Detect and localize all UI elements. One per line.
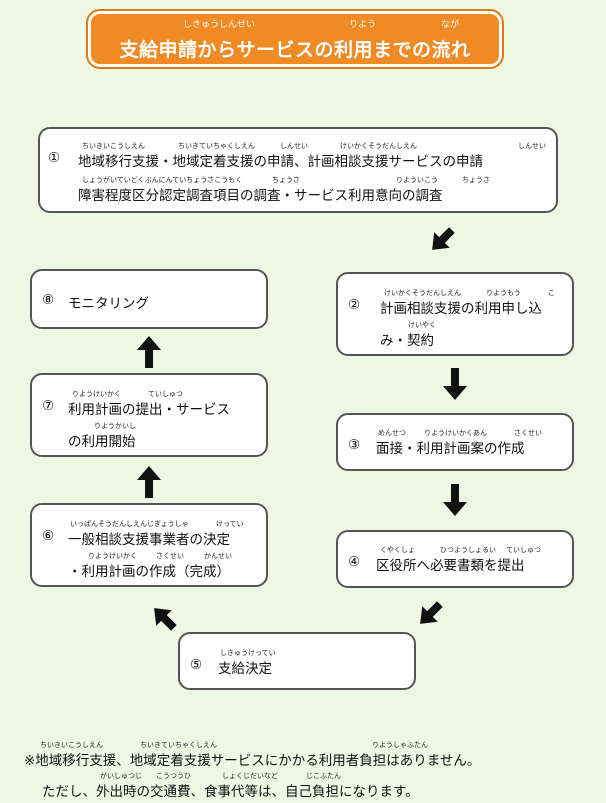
step-6-box: ⑥ いっぱんそうだんしえんじぎょうしゃ けってい 一般相談支援事業者の決定 りよ… <box>30 503 268 587</box>
ruby: さくせい <box>514 429 542 437</box>
step-2-number: ② <box>348 297 361 313</box>
ruby: めんせつ <box>378 429 406 437</box>
step-6-line-1: 一般相談支援事業者の決定 <box>68 532 230 548</box>
ruby: ひつようしょるい <box>440 546 496 554</box>
ruby: ちいきいこうしえん <box>82 142 145 150</box>
ruby: ていしゅつ <box>506 546 541 554</box>
step-5-line-1: 支給決定 <box>218 661 272 677</box>
ruby: りようけいかく <box>88 552 137 560</box>
page-title-banner: しきゅうしんせい りよう なが 支給申請からサービスの利用までの流れ <box>86 9 504 69</box>
ruby: りようけいかく <box>72 390 121 398</box>
ruby: いっぱんそうだんしえんじぎょうしゃ <box>70 520 189 528</box>
step-1-line-1: 地域移行支援・地域定着支援の申請、計画相談支援サービスの申請 <box>78 154 483 170</box>
ruby: ちょうさ <box>462 176 490 184</box>
arrow-step2-to-step3 <box>443 368 467 400</box>
note-line-1: ※地域移行支援、地域定着支援サービスにかかる利用者負担はありません。 <box>24 753 481 769</box>
ruby: りようかいし <box>94 422 136 430</box>
step-3-number: ③ <box>348 437 361 453</box>
ruby: けいかくそうだんしえん <box>384 289 461 297</box>
ruby: しんせい <box>518 142 546 150</box>
ruby: ていしゅつ <box>148 390 183 398</box>
step-5-box: ⑤ しきゅうけってい 支給決定 <box>178 632 416 690</box>
ruby: じこふたん <box>306 772 341 780</box>
ruby: ちいきていちゃくしえん <box>178 142 255 150</box>
step-8-line-1: モニタリング <box>68 296 149 312</box>
ruby: しきゅうけってい <box>220 649 276 657</box>
step-1-box: ① ちいきいこうしえん ちいきていちゃくしえん しんせい けいかくそうだんしえん… <box>38 127 558 213</box>
arrow-step6-to-step7 <box>137 466 161 498</box>
step-6-line-2: ・利用計画の作成（完成） <box>68 564 230 580</box>
ruby: くやくしょ <box>380 546 415 554</box>
step-2-line-2: み・契約 <box>380 333 434 349</box>
ruby: しょくじだいなど <box>222 772 278 780</box>
step-7-line-1: 利用計画の提出・サービス <box>68 402 230 418</box>
step-4-box: ④ くやくしょ ひつようしょるい ていしゅつ 区役所へ必要書類を提出 <box>336 530 574 588</box>
step-5-number: ⑤ <box>190 657 203 673</box>
ruby: しょうがいていどくぶんにんていちょうさこうもく <box>82 176 243 184</box>
ruby: さくせい <box>156 552 184 560</box>
ruby: ちょうさ <box>272 176 300 184</box>
step-3-line-1: 面接・利用計画案の作成 <box>376 441 525 457</box>
title-ruby: しきゅうしんせい <box>183 20 256 30</box>
ruby: かんせい <box>204 552 232 560</box>
ruby: こ <box>548 289 555 297</box>
ruby: がいしゅつじ <box>100 772 142 780</box>
arrow-step3-to-step4 <box>443 484 467 516</box>
step-8-number: ⑧ <box>42 292 55 308</box>
arrow-step7-to-step8 <box>137 336 161 368</box>
step-3-box: ③ めんせつ りようけいかくあん さくせい 面接・利用計画案の作成 <box>336 413 574 471</box>
step-7-box: ⑦ りようけいかく ていしゅつ 利用計画の提出・サービス りようかいし の利用開… <box>30 373 268 457</box>
ruby: けいやく <box>408 321 436 329</box>
arrow-step5-to-step6 <box>154 608 177 631</box>
step-4-number: ④ <box>348 554 361 570</box>
ruby: りようしゃふたん <box>372 741 428 749</box>
step-6-number: ⑥ <box>42 528 55 544</box>
step-1-line-2: 障害程度区分認定調査項目の調査・サービス利用意向の調査 <box>78 188 443 204</box>
step-2-line-1: 計画相談支援の利用申し込 <box>380 301 542 317</box>
step-1-number: ① <box>48 150 61 166</box>
step-4-line-1: 区役所へ必要書類を提出 <box>376 558 525 574</box>
ruby: りようもう <box>486 289 521 297</box>
ruby: りようけいかくあん <box>424 429 487 437</box>
ruby: ちいきいこうしえん <box>40 741 103 749</box>
title-ruby: りよう <box>349 20 377 30</box>
note-line-2: ただし、外出時の交通費、食事代等は、自己負担になります。 <box>42 784 419 800</box>
ruby: けいかくそうだんしえん <box>340 142 417 150</box>
arrow-step4-to-step5 <box>420 601 443 624</box>
ruby: ちいきていちゃくしえん <box>140 741 217 749</box>
ruby: りよういこう <box>396 176 438 184</box>
page-title: 支給申請からサービスの利用までの流れ <box>119 39 471 61</box>
ruby: しんせい <box>280 142 308 150</box>
ruby: けってい <box>216 520 244 528</box>
ruby: こうつうひ <box>156 772 191 780</box>
step-7-number: ⑦ <box>42 398 55 414</box>
title-ruby: なが <box>441 20 460 30</box>
step-7-line-2: の利用開始 <box>68 434 136 450</box>
arrow-step1-to-step2 <box>432 227 455 250</box>
step-8-box: ⑧ モニタリング <box>30 269 268 329</box>
step-2-box: ② けいかくそうだんしえん りようもう こ 計画相談支援の利用申し込 けいやく … <box>336 272 574 356</box>
